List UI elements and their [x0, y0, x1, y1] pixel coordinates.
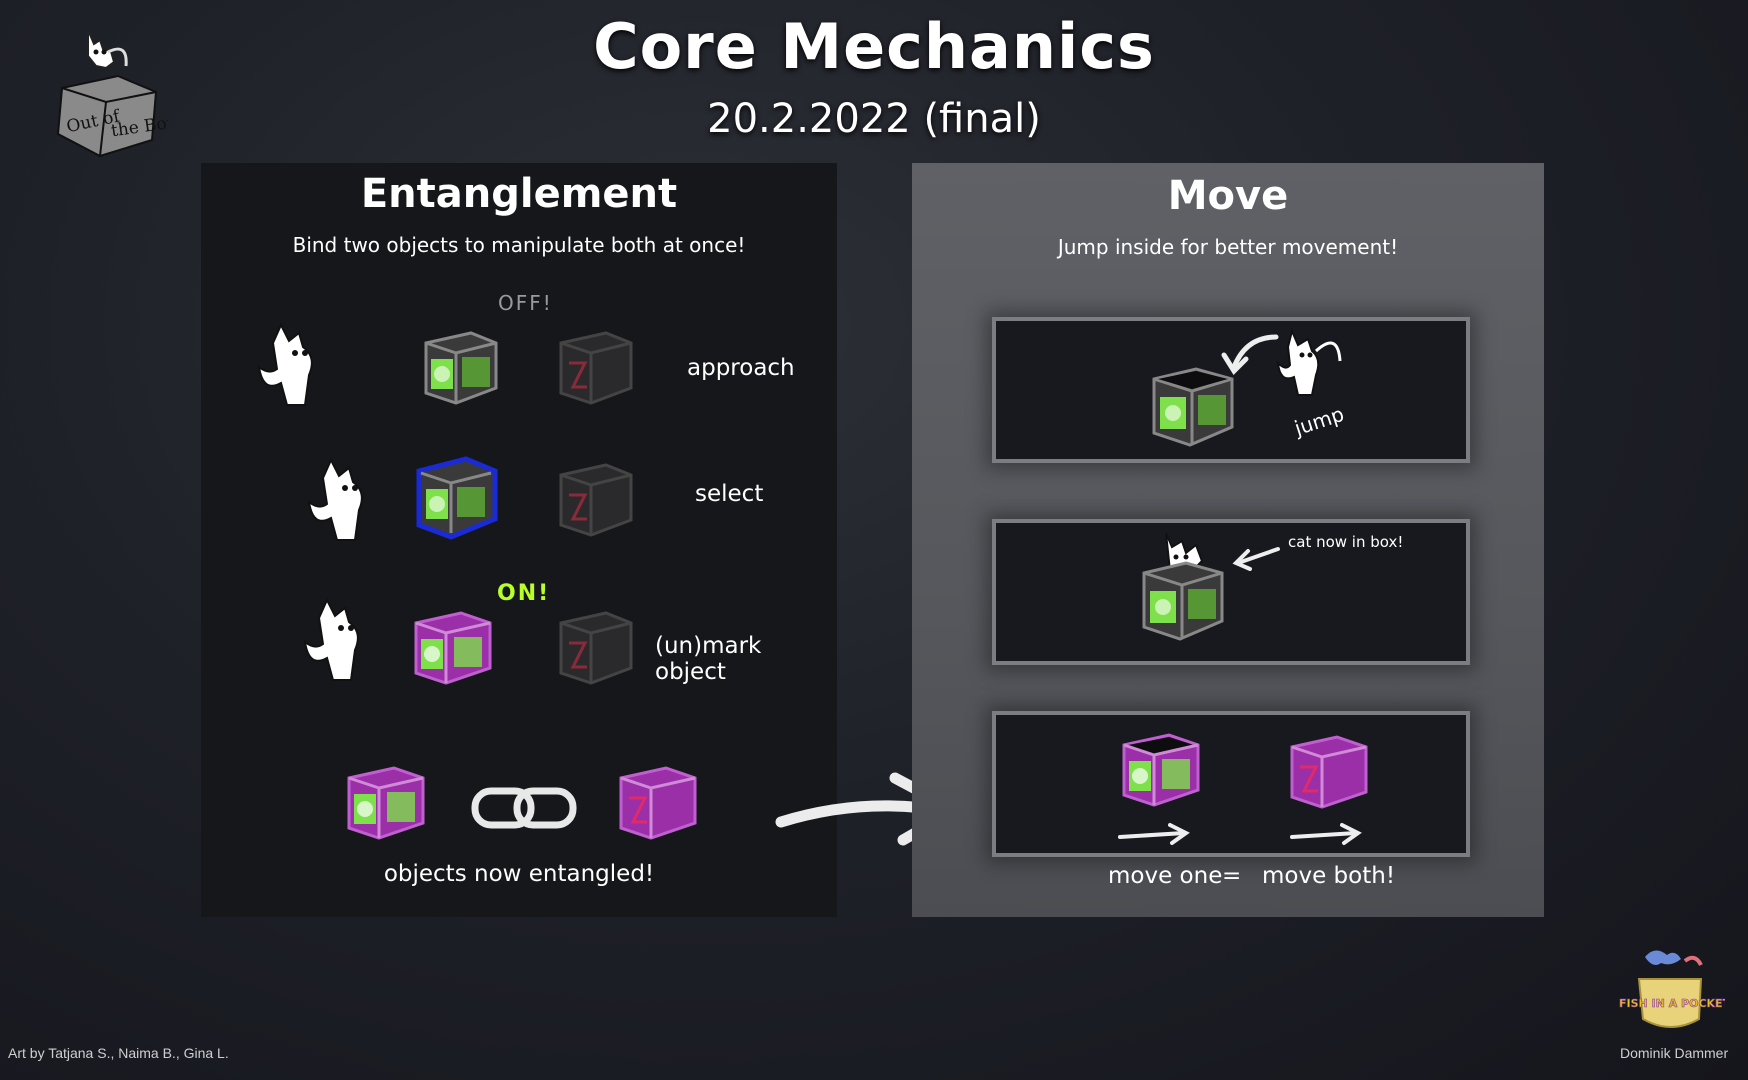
- scene-cat-in-box: cat now in box!: [992, 519, 1470, 665]
- cat-in-box-label: cat now in box!: [1288, 533, 1404, 551]
- off-label: OFF!: [498, 291, 553, 315]
- cat-sprite: [307, 457, 363, 541]
- scene-jump: jump: [992, 317, 1470, 463]
- move-title: Move: [1167, 173, 1289, 219]
- step-label-unmark: (un)mark object: [655, 633, 762, 685]
- fish-in-pocket-logo: [1637, 950, 1703, 1028]
- open-crate-icon: [1152, 367, 1234, 447]
- move-description: Jump inside for better movement!: [1057, 235, 1399, 259]
- cat-sprite: [257, 322, 313, 406]
- jump-label: jump: [1291, 401, 1347, 441]
- cat-sprite: [303, 597, 359, 681]
- entangled-result-label: objects now entangled!: [383, 861, 655, 887]
- purple-striped-crate-icon: [619, 766, 697, 840]
- game-logo: Out of the Box: [56, 29, 168, 158]
- purple-crate-icon: [1122, 733, 1200, 807]
- move-one-label: move one: [1108, 863, 1223, 889]
- selected-crate-icon: [416, 456, 498, 540]
- step-label-approach: approach: [687, 355, 795, 381]
- dark-crate-icon: [559, 463, 633, 537]
- on-label: ON!: [497, 581, 551, 606]
- cat-on-box-logo: [56, 29, 158, 158]
- step-label-select: select: [695, 481, 764, 507]
- page-subtitle: 20.2.2022 (final): [707, 96, 1041, 142]
- dark-crate-icon: [559, 611, 633, 685]
- author-credit: Dominik Dammer: [1620, 1045, 1729, 1061]
- scene-move-both: [992, 711, 1470, 857]
- purple-striped-crate-icon: [1290, 735, 1368, 809]
- equals-label: =: [1222, 863, 1242, 889]
- cat-sprite: [1276, 327, 1342, 396]
- move-both-label: move both!: [1262, 863, 1396, 889]
- purple-crate-icon: [347, 766, 425, 840]
- page-title: Core Mechanics: [593, 10, 1155, 83]
- move-panel: Move Jump inside for better movement! ju…: [912, 163, 1544, 917]
- dark-crate-icon: [559, 331, 633, 405]
- green-crate-icon: [424, 331, 498, 405]
- move-arrow-icon: [1290, 823, 1362, 845]
- move-arrow-icon: [1118, 823, 1190, 845]
- entanglement-description: Bind two objects to manipulate both at o…: [292, 233, 746, 257]
- entanglement-panel: Entanglement Bind two objects to manipul…: [201, 163, 837, 917]
- chain-link-icon: [471, 787, 577, 829]
- purple-crate-icon: [414, 611, 492, 685]
- curved-arrow-icon: [1221, 334, 1279, 375]
- entanglement-title: Entanglement: [360, 171, 678, 217]
- art-credit: Art by Tatjana S., Naima B., Gina L.: [8, 1045, 229, 1061]
- pointer-arrow-icon: [1232, 547, 1280, 571]
- studio-logo-text: FISH IN A POCKET: [1619, 997, 1725, 1010]
- studio-logo: FISH IN A POCKET: [1619, 950, 1725, 1028]
- cat-in-crate-icon: [1142, 532, 1224, 641]
